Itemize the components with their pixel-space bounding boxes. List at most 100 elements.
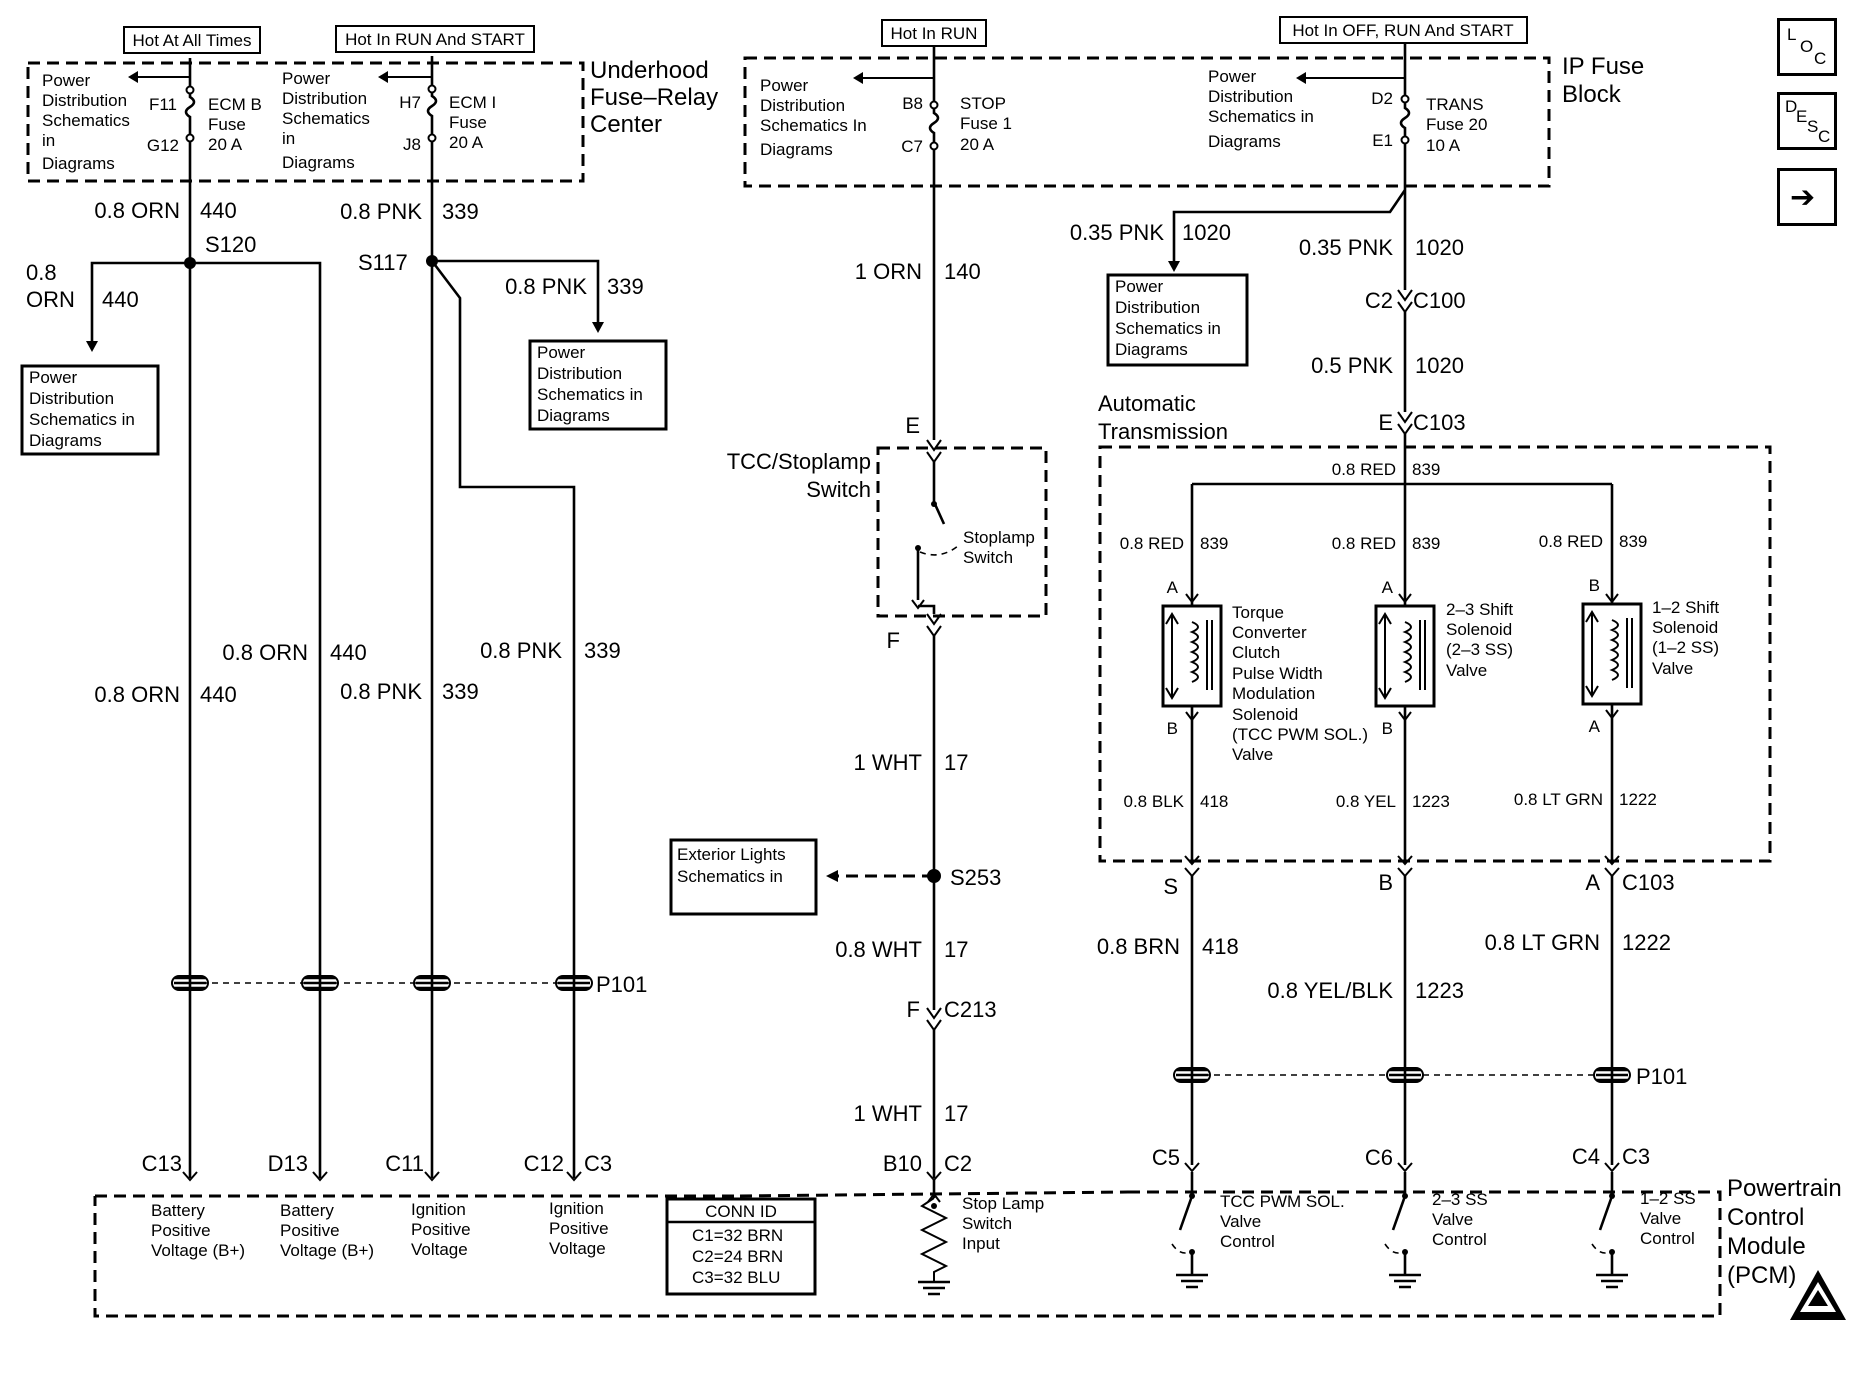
fuse-pin-bottom: E1	[1372, 131, 1393, 150]
pcm-title-line: Powertrain	[1727, 1175, 1842, 1202]
pin-label: B	[1589, 576, 1600, 595]
pds-line: Distribution	[1115, 298, 1200, 317]
solenoid-label: (2–3 SS)	[1446, 640, 1513, 659]
pcm-input-label: Switch	[962, 1214, 1012, 1233]
wire-color-label: 1 ORN	[855, 259, 922, 284]
pin-label: C4	[1572, 1144, 1600, 1169]
pcm-output-label: Valve	[1432, 1210, 1473, 1229]
conn-id-table: CONN ID C1=32 BRN C2=24 BRN C3=32 BLU	[665, 1197, 817, 1296]
pin-label: B	[1382, 719, 1393, 738]
pds-line: Schematics	[282, 109, 370, 128]
pin-label: C2	[944, 1151, 972, 1176]
wire-color-label: 0.8 YEL/BLK	[1267, 978, 1393, 1003]
desc-letter: C	[1818, 127, 1831, 146]
loc-button[interactable]: L O C	[1777, 18, 1837, 76]
loc-letter: C	[1814, 49, 1827, 68]
solenoid-label: Converter	[1232, 623, 1307, 642]
wire-circuit-label: 339	[442, 199, 479, 224]
ss12-driver-switch	[1591, 1172, 1628, 1289]
tcc-driver-switch	[1171, 1172, 1208, 1289]
ip-fuse-block-outline	[743, 56, 1551, 188]
solenoid-label: Solenoid	[1232, 705, 1298, 724]
solenoid-label: Clutch	[1232, 643, 1280, 662]
wire-circuit-label: 1222	[1622, 930, 1671, 955]
wire-17-switch-out	[918, 604, 936, 614]
pcm-output-label: Valve	[1640, 1209, 1681, 1228]
pds-ref-f: Power Distribution Schematics in Diagram…	[1208, 67, 1314, 151]
fuse-pin-top: D2	[1371, 89, 1393, 108]
solenoid-label: Valve	[1652, 659, 1693, 678]
wire-circuit-label: 839	[1412, 460, 1440, 479]
pcm-input-label: Voltage	[549, 1239, 606, 1258]
wire-color-label: 0.8 PNK	[340, 679, 422, 704]
ss23-driver-switch	[1384, 1172, 1421, 1289]
ss23-solenoid: 2–3 Shift Solenoid (2–3 SS) Valve	[1374, 600, 1513, 716]
wire-color-label: 0.8 RED	[1332, 460, 1396, 479]
wire-circuit-label: 339	[584, 638, 621, 663]
wire-color-label: 0.8 ORN	[94, 682, 180, 707]
pin-label: C5	[1152, 1145, 1180, 1170]
wire-color-label: 0.8 ORN	[222, 640, 308, 665]
pds-line: Schematics in	[29, 410, 135, 429]
pds-line: Distribution	[29, 389, 114, 408]
underhood-label-1: Underhood	[590, 57, 709, 84]
c103-label: C103	[1413, 410, 1466, 435]
p101-connector-left	[171, 975, 593, 991]
wire-circuit-label: 839	[1619, 532, 1647, 551]
header-hot-off-run-start: Hot In OFF, RUN And START	[1279, 16, 1528, 44]
arrow-left-icon	[853, 72, 863, 84]
wire-color-label: 1 WHT	[854, 750, 922, 775]
connector-terminal-icon	[926, 1007, 942, 1032]
next-arrow-button[interactable]: ➔	[1777, 168, 1837, 226]
fuse-rating: 10 A	[1426, 136, 1461, 155]
pcm-input-label: Positive	[411, 1220, 471, 1239]
wire-color-label: 0.8	[26, 260, 57, 285]
p101-label: P101	[596, 972, 647, 997]
pin-label: B10	[883, 1151, 922, 1176]
pds-line: in	[42, 131, 55, 150]
tcc-switch-outline	[876, 446, 1048, 618]
pds-line: Distribution	[760, 96, 845, 115]
pds-line: Distribution	[42, 91, 127, 110]
wire-circuit-label: 440	[200, 198, 237, 223]
pds-line: Power	[282, 69, 331, 88]
pds-line: Power	[1208, 67, 1257, 86]
fuse-label: Fuse	[449, 113, 487, 132]
pds-line: Power	[1115, 277, 1164, 296]
wire-color-label: ORN	[26, 287, 75, 312]
fuse-name: ECM I	[449, 93, 496, 112]
ipfuse-label-1: IP Fuse	[1562, 53, 1644, 80]
wire-circuit-label: 339	[607, 274, 644, 299]
wire-circuit-label: 1020	[1415, 353, 1464, 378]
loc-letter: O	[1800, 37, 1814, 56]
solenoid-label: (TCC PWM SOL.)	[1232, 725, 1368, 744]
fuse-pin-bottom: J8	[403, 135, 421, 154]
pds-line: in	[282, 129, 295, 148]
pds-line: Schematics In	[760, 116, 867, 135]
pin-label: B	[1167, 719, 1178, 738]
solenoid-label: Valve	[1232, 745, 1273, 764]
desc-button[interactable]: D E S C	[1777, 92, 1837, 150]
pcm-input-label: Positive	[549, 1219, 609, 1238]
pin-label: C12	[524, 1151, 564, 1176]
pds-line: Schematics in	[537, 385, 643, 404]
exterior-lights-box: Exterior Lights Schematics in	[669, 838, 818, 916]
underhood-label-3: Center	[590, 111, 662, 138]
solenoid-label: Solenoid	[1652, 618, 1718, 637]
stop-lamp-input-resistor	[918, 1180, 950, 1296]
p101-right-label: P101	[1636, 1064, 1687, 1089]
solenoid-label: 2–3 Shift	[1446, 600, 1513, 619]
ip-fuse-block-label: IP Fuse Block	[1562, 53, 1644, 108]
solenoid-label: 1–2 Shift	[1652, 598, 1719, 617]
wire-color-label: 0.8 LT GRN	[1514, 790, 1603, 809]
pin-label: C13	[142, 1151, 182, 1176]
fuse-name: TRANS	[1426, 95, 1484, 114]
pds-line: Diagrams	[1208, 132, 1281, 151]
fuse-pin-top: F11	[149, 95, 177, 114]
conn-id-row: C1=32 BRN	[692, 1226, 783, 1245]
pcm-pins-right: C5 C6 C4 C3	[1152, 1144, 1650, 1170]
pds-line: Diagrams	[29, 431, 102, 450]
wire-440-pds	[90, 261, 190, 346]
pds-box-c: Power Distribution Schematics in Diagram…	[20, 364, 160, 456]
pcm-output-label: Control	[1640, 1229, 1695, 1248]
